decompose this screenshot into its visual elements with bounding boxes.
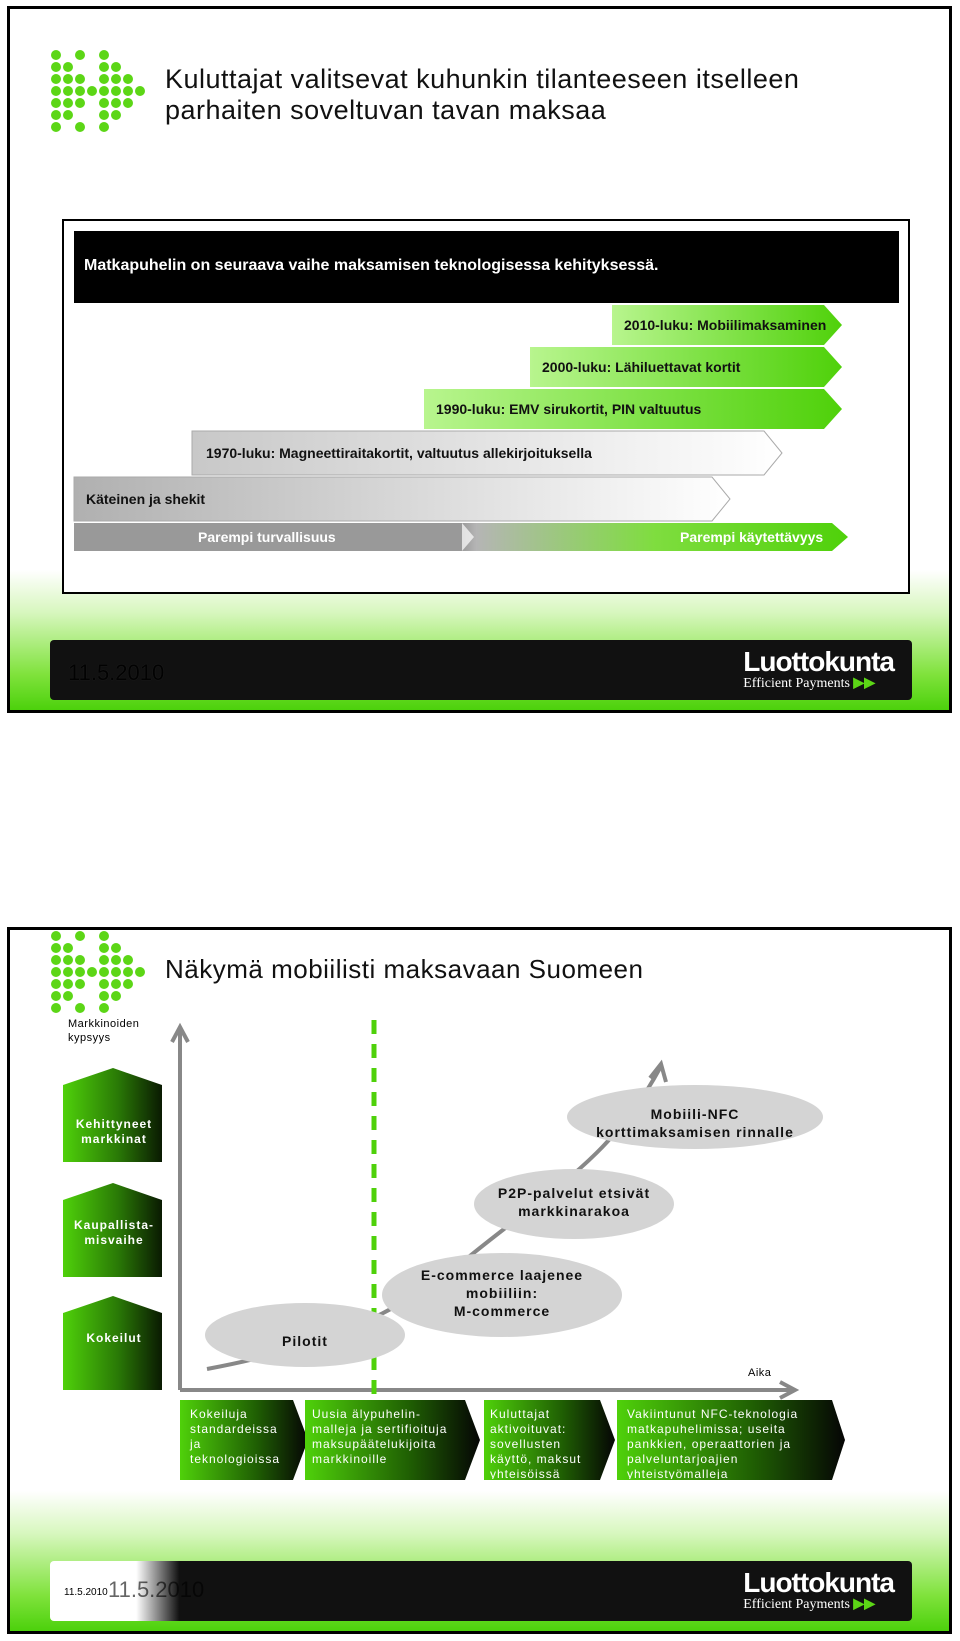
stage-cash-label: Käteinen ja shekit: [86, 491, 206, 507]
brand-name: Luottokunta: [743, 646, 895, 677]
step-2: [305, 1400, 480, 1480]
level-trials-label: Kokeilut: [66, 1331, 162, 1346]
level-block-commercial: [63, 1183, 162, 1277]
ellipse-p2p: [474, 1169, 674, 1239]
brand-tagline-row: Efficient Payments ▶▶: [743, 676, 894, 692]
arrow-1970: [191, 430, 783, 476]
step-4-line-4: palveluntarjoajien: [627, 1452, 739, 1466]
level-block-advanced: [63, 1068, 162, 1162]
step-2-line-3: maksupäätelukijoita: [312, 1437, 437, 1451]
mcommerce-line-2: mobiiliin:: [465, 1285, 539, 1301]
arrow-2010: [612, 305, 842, 345]
y-axis-label-line-1: Markkinoiden: [68, 1018, 140, 1030]
y-axis-label-line-2: kypsyys: [68, 1032, 111, 1044]
step-1: [180, 1400, 308, 1480]
step-4: [617, 1400, 845, 1480]
roadmap-diagram: [63, 1020, 845, 1480]
step-3-line-2: aktivoituvat:: [490, 1422, 567, 1436]
brand-tagline: Efficient Payments: [743, 676, 850, 691]
step-1-line-2: standardeissa: [190, 1422, 278, 1436]
step-4-line-3: pankkien, operaattorien ja: [627, 1437, 792, 1451]
level-advanced-line-2: markkinat: [81, 1132, 147, 1146]
slide-title: Näkymä mobiilisti maksavaan Suomeen: [165, 954, 644, 984]
mcommerce-line-3: M-commerce: [453, 1303, 551, 1319]
slide-title: Kuluttajat valitsevat kuhunkin tilantees…: [165, 64, 799, 126]
level-advanced-line-1: Kehittyneet: [75, 1117, 153, 1131]
mcommerce-label: E-commerce laajenee mobiiliin: M-commerc…: [382, 1266, 622, 1320]
p2p-line-1: P2P-palvelut etsivät: [497, 1185, 651, 1201]
headline-bar: Matkapuhelin on seuraava vaihe maksamise…: [74, 231, 899, 303]
nfc-line-2: korttimaksamisen rinnalle: [596, 1124, 794, 1140]
title-line-1: Kuluttajat valitsevat kuhunkin tilantees…: [165, 64, 800, 94]
stage-2010-label: 2010-luku: Mobiilimaksaminen: [624, 317, 827, 333]
stage-1990-label: 1990-luku: EMV sirukortit, PIN valtuutus: [436, 401, 702, 417]
y-axis-label: Markkinoiden kypsyys: [68, 1017, 139, 1045]
footer-bar: 11.5.2010 Luottokunta Efficient Payments…: [50, 640, 912, 700]
level-block-trials: [63, 1296, 162, 1390]
slide-2: Näkymä mobiilisti maksavaan Suomeen Mark…: [7, 927, 952, 1634]
step-2-line-4: markkinoille: [312, 1452, 388, 1466]
stage-1970-label: 1970-luku: Magneettiraitakortit, valtuut…: [206, 445, 592, 461]
arrow-cash: [73, 476, 731, 522]
step-1-text: Kokeiluja standardeissa ja teknologioiss…: [190, 1407, 300, 1467]
brand-logo: Luottokunta Efficient Payments ▶▶: [743, 1567, 895, 1613]
luottokunta-dots-logo: [51, 931, 145, 1013]
level-commercial-line-1: Kaupallista-: [73, 1218, 154, 1232]
brand-tagline: Efficient Payments: [743, 1597, 850, 1612]
better-security-label: Parempi turvallisuus: [198, 529, 336, 545]
p2p-line-2: markkinarakoa: [518, 1203, 630, 1219]
luottokunta-dots-logo: [51, 50, 145, 132]
step-3-line-1: Kuluttajat: [490, 1407, 551, 1421]
step-3: [484, 1400, 615, 1480]
arrow-bottom: [74, 523, 848, 551]
title-line-2: parhaiten soveltuvan tavan maksaa: [165, 95, 607, 125]
step-2-line-1: Uusia älypuhelin-: [312, 1407, 422, 1421]
brand-logo: Luottokunta Efficient Payments ▶▶: [743, 646, 895, 692]
brand-name: Luottokunta: [743, 1567, 895, 1598]
ellipse-mcommerce: [382, 1253, 622, 1337]
slide-1: Kuluttajat valitsevat kuhunkin tilantees…: [7, 6, 952, 713]
arrow-2000: [530, 347, 842, 387]
level-advanced-label: Kehittyneet markkinat: [66, 1117, 162, 1147]
footer-date: 11.5.2010: [68, 660, 165, 685]
step-3-line-5: yhteisöissä: [490, 1467, 561, 1479]
level-commercial-line-2: misvaihe: [84, 1233, 144, 1247]
brand-tagline-row: Efficient Payments ▶▶: [743, 1597, 894, 1613]
stage-2000-label: 2000-luku: Lähiluettavat kortit: [542, 359, 741, 375]
ellipse-nfc: [567, 1085, 823, 1149]
step-2-line-2: malleja ja sertifioituja: [312, 1422, 448, 1436]
step-2-text: Uusia älypuhelin- malleja ja sertifioitu…: [312, 1407, 477, 1467]
footer-date-big: 11.5.2010: [108, 1577, 205, 1602]
step-3-line-4: käyttö, maksut: [490, 1452, 582, 1466]
level-trials-line-1: Kokeilut: [86, 1331, 142, 1345]
evolution-arrows: [73, 305, 848, 551]
arrow-1990: [424, 389, 842, 429]
mcommerce-line-1: E-commerce laajenee: [420, 1267, 584, 1283]
ellipse-pilots: [205, 1303, 405, 1367]
better-usability-label: Parempi käytettävyys: [680, 529, 824, 545]
nfc-line-1: Mobiili-NFC: [650, 1106, 740, 1122]
p2p-label: P2P-palvelut etsivät markkinarakoa: [474, 1184, 674, 1220]
level-commercial-label: Kaupallista- misvaihe: [66, 1218, 162, 1248]
step-4-line-5: yhteistyömalleja: [627, 1467, 729, 1479]
pilots-label: Pilotit: [282, 1333, 328, 1349]
step-1-line-3: ja: [190, 1437, 202, 1451]
step-3-line-3: sovellusten: [490, 1437, 562, 1451]
x-axis-label: Aika: [748, 1367, 772, 1379]
double-arrow-icon: ▶▶: [853, 1597, 875, 1612]
footer-date-small: 11.5.2010: [64, 1587, 108, 1598]
evolution-box: Matkapuhelin on seuraava vaihe maksamise…: [62, 219, 910, 594]
nfc-label: Mobiili-NFC korttimaksamisen rinnalle: [567, 1105, 823, 1141]
step-3-text: Kuluttajat aktivoituvat: sovellusten käy…: [490, 1407, 614, 1479]
step-4-line-2: matkapuhelimissa; useita: [627, 1422, 786, 1436]
step-4-text: Vakiintunut NFC-teknologia matkapuhelimi…: [627, 1407, 841, 1479]
double-arrow-icon: ▶▶: [853, 676, 875, 691]
step-4-line-1: Vakiintunut NFC-teknologia: [627, 1407, 799, 1421]
footer-bar: 11.5.2010 11.5.2010 Luottokunta Efficien…: [50, 1561, 912, 1621]
step-1-line-4: teknologioissa: [190, 1452, 281, 1466]
step-1-line-1: Kokeiluja: [190, 1407, 248, 1421]
